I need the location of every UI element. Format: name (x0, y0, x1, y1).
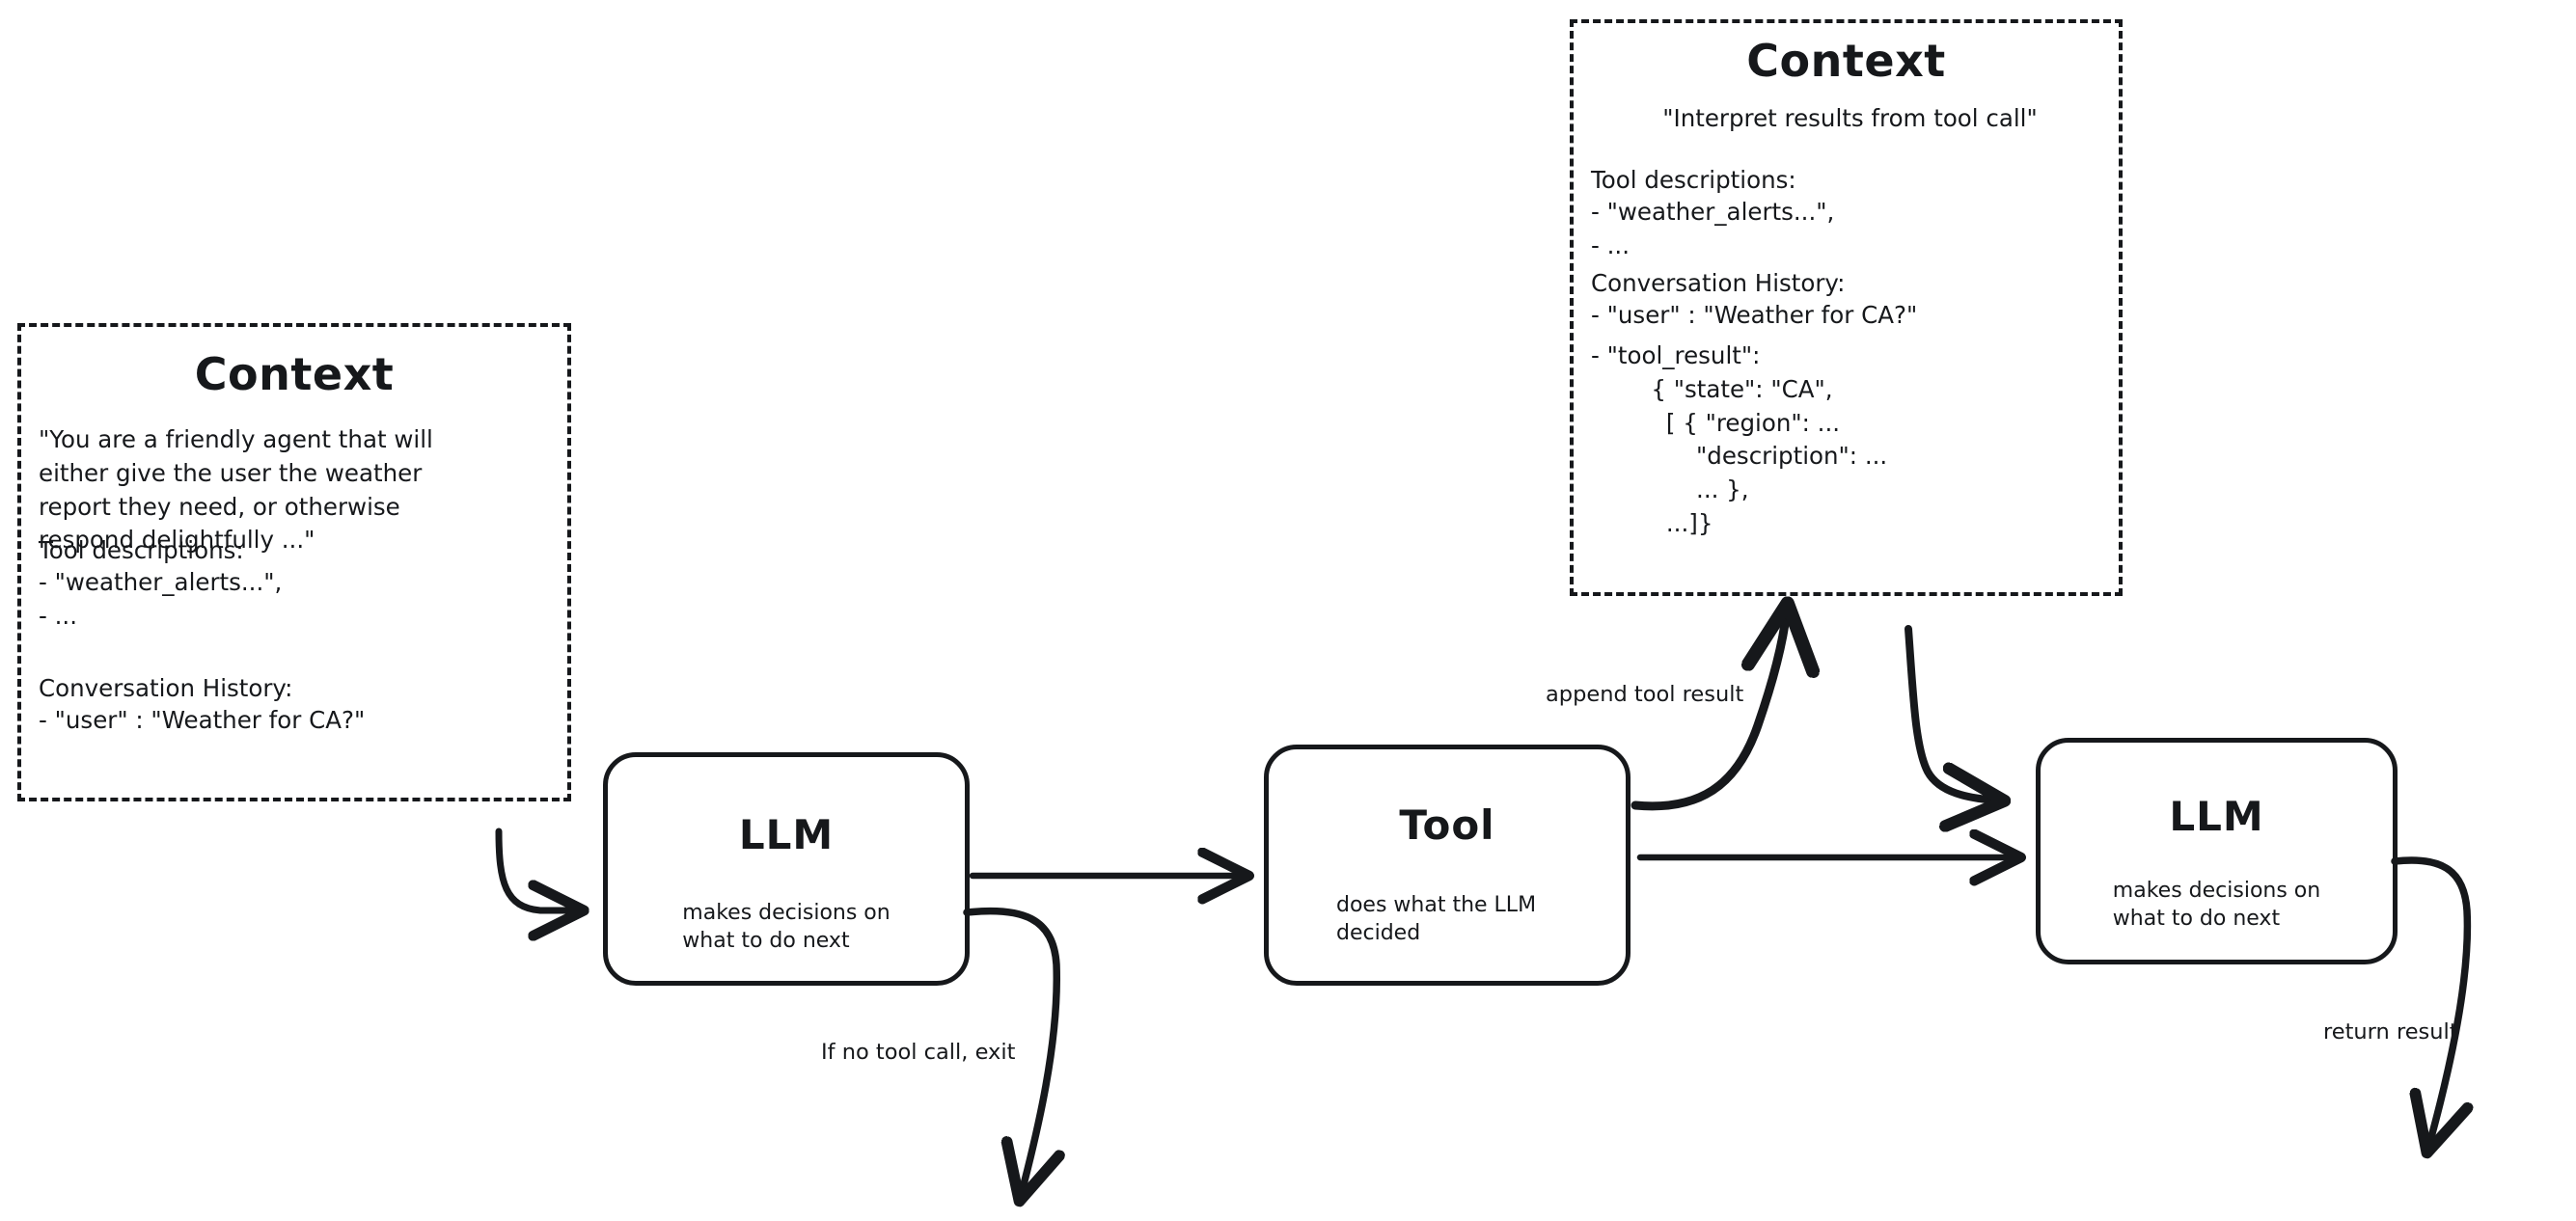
context-left-title: Context (194, 348, 395, 400)
context-right-title: Context (1746, 35, 1946, 87)
edge-label-append-tool-result: append tool result (1546, 682, 1744, 707)
node-llm-second[interactable]: LLM makes decisions on what to do next (2036, 738, 2398, 964)
context-right-tools-list: - "weather_alerts...", - ... (1591, 198, 1835, 259)
node-tool[interactable]: Tool does what the LLM decided (1264, 745, 1631, 986)
context-left-conversation: - "user" : "Weather for CA?" (39, 706, 366, 734)
context-left-tools-list: - "weather_alerts...", - ... (39, 568, 283, 630)
context-right-tools-heading: Tool descriptions: (1591, 166, 1796, 194)
edge-context-to-llm2 (1905, 625, 1999, 800)
context-left-tools-heading: Tool descriptions: (39, 536, 244, 564)
context-right-system-prompt: "Interpret results from tool call" (1662, 104, 2038, 132)
context-left-conversation-heading: Conversation History: (39, 674, 293, 702)
edge-tool-to-context (1631, 610, 1787, 811)
node-llm-second-subtitle: makes decisions on what to do next (2112, 879, 2321, 932)
edge-label-return-result: return result (2323, 1019, 2458, 1045)
node-llm-first[interactable]: LLM makes decisions on what to do next (603, 752, 970, 986)
node-tool-subtitle: does what the LLM decided (1336, 893, 1537, 946)
edge-llm2-return (2391, 856, 2467, 1148)
edge-context-to-llm (495, 828, 579, 910)
context-box-right: Context "Interpret results from tool cal… (1570, 19, 2123, 596)
context-right-conversation-heading: Conversation History: (1591, 269, 1846, 297)
context-left-system-prompt: "You are a friendly agent that will eith… (39, 425, 433, 555)
edge-label-if-no-tool-call-exit: If no tool call, exit (821, 1040, 1016, 1065)
context-right-tool-result: - "tool_result": { "state": "CA", [ { "r… (1591, 341, 1888, 537)
node-llm-first-title: LLM (738, 811, 835, 858)
node-llm-second-title: LLM (2169, 793, 2264, 840)
node-llm-first-subtitle: makes decisions on what to do next (682, 901, 891, 954)
context-box-left: Context "You are a friendly agent that w… (17, 323, 571, 801)
node-tool-title: Tool (1399, 801, 1495, 849)
context-right-conversation-user: - "user" : "Weather for CA?" (1591, 301, 1918, 329)
